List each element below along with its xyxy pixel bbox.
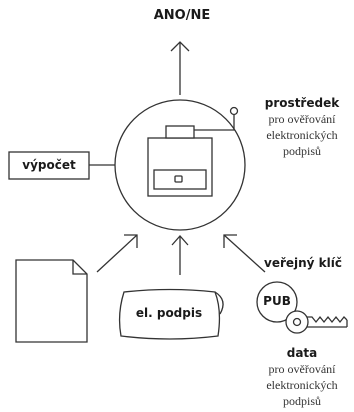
device-description-line: pro ověřování — [268, 112, 336, 126]
public-key-title: veřejný klíč — [264, 256, 342, 270]
document-icon — [15, 259, 88, 343]
public-key-badge: PUB — [263, 294, 291, 308]
output-arrow — [170, 41, 190, 95]
device-icon — [147, 106, 239, 197]
device-description-line: elektronických — [266, 128, 338, 142]
key-icon — [256, 281, 348, 334]
data-description-line: podpisů — [282, 394, 321, 408]
device-description-line: podpisů — [282, 144, 321, 158]
data-description-line: pro ověřování — [268, 362, 336, 376]
computation-label: výpočet — [22, 158, 76, 172]
computation-box — [8, 151, 115, 180]
data-title: data — [286, 346, 318, 360]
signature-scroll — [118, 288, 224, 340]
device-title: prostředek — [264, 96, 340, 110]
input-arrows — [96, 234, 266, 275]
signature-label: el. podpis — [135, 306, 203, 320]
output-label: ANO/NE — [153, 8, 211, 23]
data-description-line: elektronických — [266, 378, 338, 392]
